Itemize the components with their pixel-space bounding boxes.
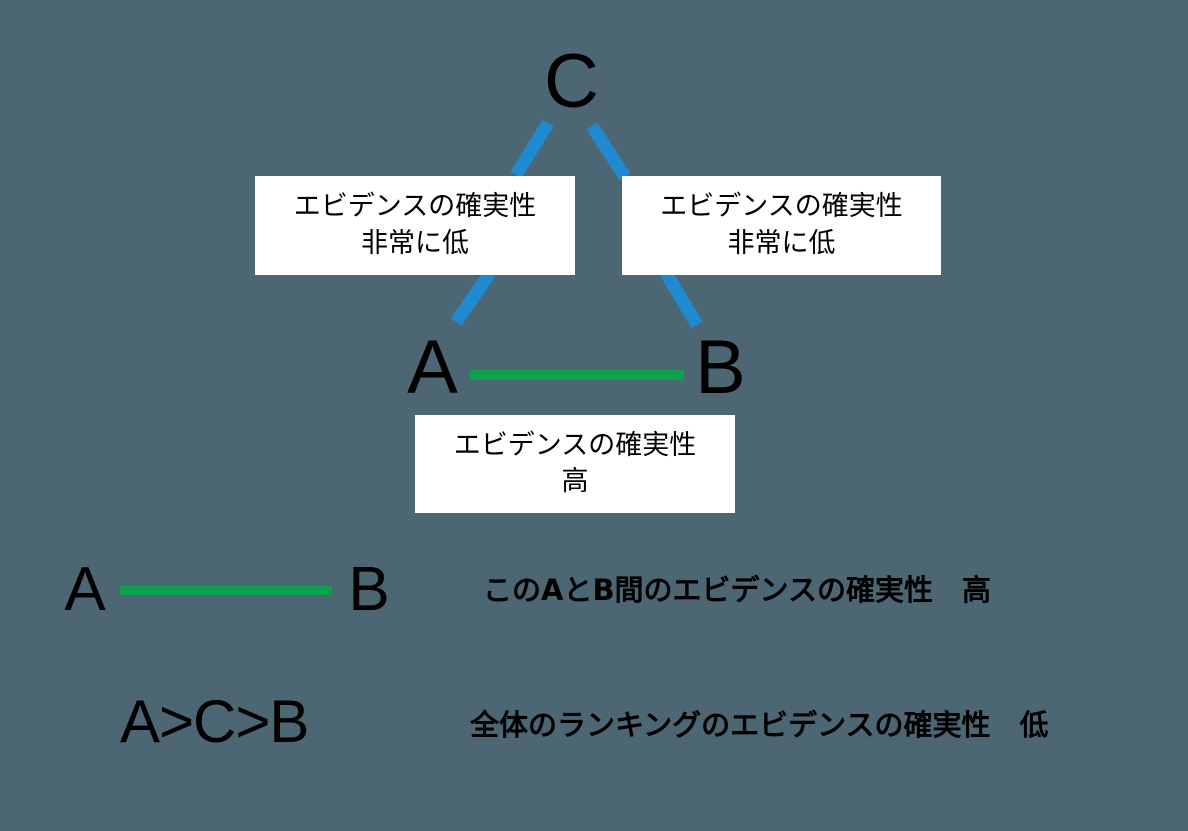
certainty-box-c-a-line1: エビデンスの確実性 [293,191,537,223]
legend-overall-description: 全体のランキングのエビデンスの確実性 低 [470,708,1049,742]
certainty-box-a-b-line2: 高 [561,466,589,497]
certainty-box-c-a: エビデンスの確実性 非常に低 [255,176,575,275]
node-letter-a: A [407,325,458,410]
certainty-box-c-b-line1: エビデンスの確実性 [660,191,903,223]
node-letter-c: C [544,39,599,124]
certainty-box-a-b: エビデンスの確実性 高 [415,415,735,513]
legend-direct-description: このAとB間のエビデンスの確実性 高 [483,573,991,607]
legend-direct-letter-a: A [64,555,106,624]
legend-direct-letter-b: B [348,555,390,624]
node-letter-b: B [695,325,746,410]
legend-direct-connector [120,586,332,595]
legend-overall-ranking: A>C>B [120,688,309,755]
edge-c-b-upper [586,122,631,181]
edge-c-b-lower [660,269,703,329]
certainty-box-c-b-line2: 非常に低 [727,227,836,259]
certainty-box-c-b: エビデンスの確実性 非常に低 [622,176,941,275]
certainty-box-c-a-line2: 非常に低 [361,227,469,259]
certainty-box-a-b-line1: エビデンスの確実性 [453,429,697,461]
edge-c-a-upper [510,119,554,179]
edge-c-a-lower [450,269,496,326]
